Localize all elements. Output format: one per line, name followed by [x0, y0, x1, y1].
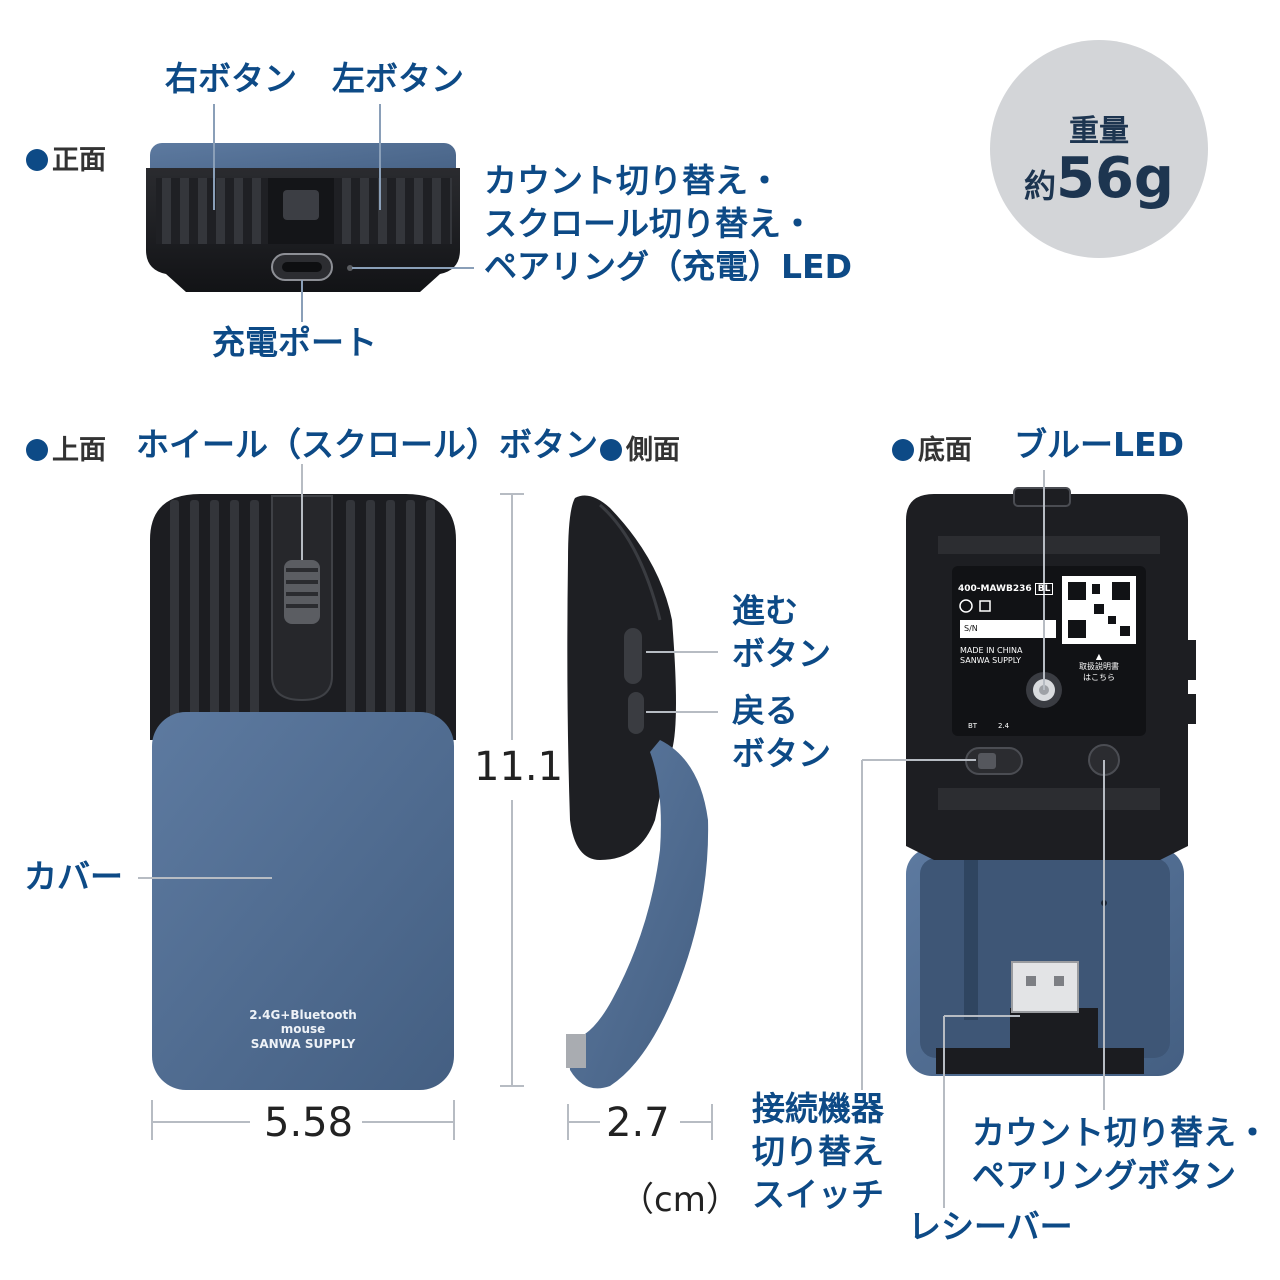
label-cover: カバー — [24, 857, 123, 896]
label-connection-switch: 接続機器 切り替え スイッチ — [752, 1089, 884, 1214]
cover-print-line2: mouse — [280, 1022, 326, 1037]
bullet-icon — [892, 439, 914, 461]
label-back-button: 戻る ボタン — [732, 691, 831, 773]
label-charge-port: 充電ポート — [212, 323, 377, 362]
model-badge: BL — [1034, 583, 1054, 595]
side-leader-lines — [567, 651, 718, 1140]
dimension-unit: （cm） — [620, 1180, 740, 1220]
maker-text: SANWA SUPPLY — [960, 656, 1022, 666]
label-receiver: レシーバー — [908, 1207, 1073, 1246]
made-in-text: MADE IN CHINA — [960, 646, 1023, 655]
manual-line2: はこちら — [1083, 672, 1115, 682]
label-led-line3: ペアリング（充電）LED — [484, 246, 852, 286]
cover-print-line1: 2.4G+Bluetooth — [249, 1008, 357, 1022]
weight-badge: 重量 約56g — [990, 40, 1208, 258]
top-dimension-lines — [138, 464, 524, 1140]
mode-24: 2.4 — [998, 722, 1010, 730]
section-bottom: 底面 — [892, 428, 972, 467]
model-number: 400-MAWB236 BL — [958, 583, 1054, 595]
label-led-line2: スクロール切り替え・ — [484, 203, 814, 243]
label-pairing-button: カウント切り替え・ ペアリングボタン — [972, 1113, 1269, 1195]
bullet-icon — [26, 439, 48, 461]
section-front: 正面 — [26, 138, 106, 177]
section-side: 側面 — [600, 428, 680, 467]
front-leader-lines — [213, 104, 474, 322]
manual-block: ▲ 取扱説明書 はこちら — [1062, 652, 1136, 683]
label-left-button: 左ボタン — [332, 59, 464, 98]
weight-value: 約56g — [1023, 146, 1175, 211]
bullet-icon — [26, 149, 48, 171]
label-wheel-button: ホイール（スクロール）ボタン — [136, 425, 598, 464]
cover-print-line3: SANWA SUPPLY — [250, 1036, 356, 1051]
made-in-block: MADE IN CHINA SANWA SUPPLY — [960, 646, 1022, 667]
serial-label: S/N — [964, 624, 978, 633]
bullet-icon — [600, 439, 622, 461]
label-forward-button: 進む ボタン — [732, 591, 831, 673]
label-led: カウント切り替え・ スクロール切り替え・ ペアリング（充電）LED — [484, 160, 852, 289]
label-blue-led: ブルーLED — [1014, 425, 1184, 464]
label-right-button: 右ボタン — [165, 59, 297, 98]
label-led-line1: カウント切り替え・ — [484, 161, 781, 200]
mode-bt: BT — [968, 722, 978, 730]
side-view-mouse — [566, 495, 709, 1089]
cover-print: 2.4G+Bluetooth mouse SANWA SUPPLY — [152, 1008, 454, 1051]
bottom-leader-lines — [861, 470, 1105, 1208]
front-view-mouse — [146, 143, 460, 292]
dimension-width: 5.58 — [264, 1100, 354, 1146]
manual-line1: 取扱説明書 — [1079, 662, 1119, 672]
top-view-mouse — [150, 494, 456, 1090]
section-top: 上面 — [26, 428, 106, 467]
model-text: 400-MAWB236 — [958, 584, 1032, 594]
dimension-height: 11.1 — [474, 744, 564, 790]
weight-label: 重量 — [1069, 114, 1129, 149]
dimension-depth: 2.7 — [606, 1100, 670, 1146]
bottom-view-mouse — [906, 487, 1196, 1076]
